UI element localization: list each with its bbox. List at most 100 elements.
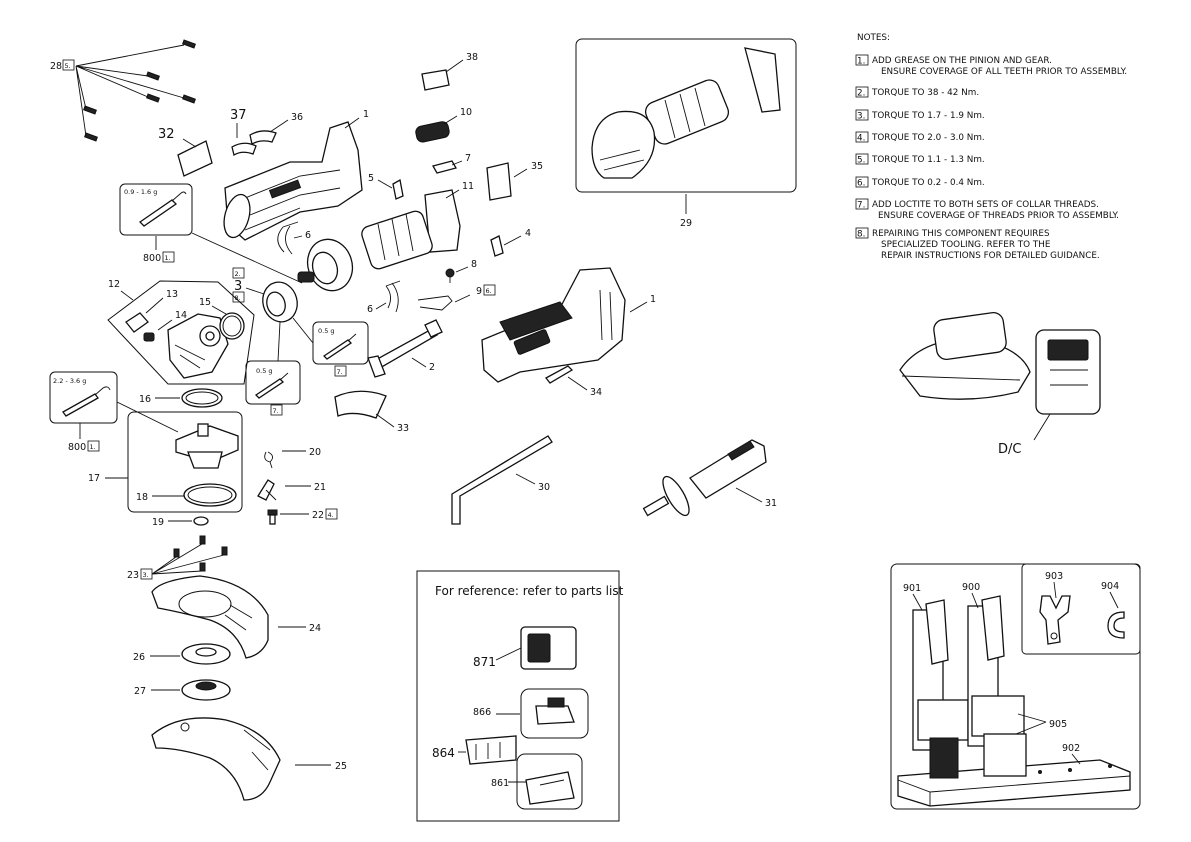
part-29-assembled-view: 29: [575, 38, 797, 229]
note-7-num: 7.: [857, 201, 865, 211]
callout-33: 33: [397, 423, 409, 434]
part-5-clip: 5: [368, 173, 404, 200]
ref-part-864: 864: [432, 735, 517, 765]
note-6-flag: [855, 176, 869, 188]
callout-3: 3: [234, 279, 242, 294]
part-10-switch: [415, 121, 450, 143]
callout-4: 4: [525, 228, 531, 239]
part-11-motor-assembly: 11: [297, 181, 474, 292]
callout-6-b: 6: [367, 304, 373, 315]
part-32-label: [177, 140, 213, 177]
part-16-oring: 16: [139, 388, 223, 408]
ref-callout-861: 861: [491, 778, 509, 789]
label-parts: 32 37 36 38 10 7 35: [158, 52, 543, 201]
part-1-housing-upper: 1: [223, 109, 369, 241]
callout-37: 37: [230, 108, 247, 123]
notes-heading: NOTES:: [857, 33, 890, 43]
callout-1-a: 1: [363, 109, 369, 120]
callout-21: 21: [314, 482, 326, 493]
part-6-bracket-upper: 6: [277, 221, 311, 255]
part-33-pad: 33: [334, 390, 409, 434]
ref-part-866: 866: [473, 688, 589, 739]
flag-28: [62, 59, 75, 71]
note-4-flag: [855, 131, 869, 143]
reference-box: For reference: refer to parts list 871 8…: [416, 570, 624, 822]
callout-5: 5: [368, 173, 374, 184]
part-12-gear-case-group: 12 13 14 15: [107, 279, 255, 385]
note-8-flag: [855, 227, 869, 239]
part-22-screw: 22 4.: [267, 508, 338, 525]
note-5-num: 5.: [857, 156, 865, 166]
note-8-line-3: REPAIR INSTRUCTIONS FOR DETAILED GUIDANC…: [881, 251, 1100, 261]
callout-30: 30: [538, 482, 550, 493]
note-3-line-1: TORQUE TO 1.7 - 1.9 Nm.: [871, 111, 985, 121]
callout-18: 18: [136, 492, 148, 503]
callout-34: 34: [590, 387, 602, 398]
note-2-num: 2.: [857, 89, 865, 99]
callout-900: 900: [962, 582, 980, 593]
part-31-side-handle: 31: [642, 439, 777, 517]
part-25-cutting-guard: 25: [151, 717, 347, 801]
part-34-strip: 34: [545, 365, 602, 398]
part-35-label: [486, 162, 512, 201]
note-8-num: 8.: [857, 230, 865, 240]
note-1-flag: [855, 54, 869, 66]
part-17-spindle-assembly: 17 18: [88, 411, 243, 513]
note-8-line-1: REPAIRING THIS COMPONENT REQUIRES: [872, 229, 1050, 239]
part-24-guard: 24: [151, 575, 321, 659]
flag-7-a: 7.: [337, 368, 343, 376]
callout-24: 24: [309, 623, 321, 634]
part-2-paddle: 2: [367, 319, 443, 378]
grease-box-1: 0.9 - 1.6 g 800 1.: [119, 183, 303, 284]
part-21-lever: 21: [257, 479, 326, 501]
grease-box-2: 0.5 g 7.: [292, 317, 369, 377]
ref-callout-866: 866: [473, 707, 491, 718]
flag-23: 3.: [143, 571, 149, 579]
tool-901-fixture: 901: [903, 583, 969, 779]
part-27-nut: 27: [134, 679, 231, 701]
flag-9: 6.: [486, 287, 492, 295]
tool-904-clip: 904: [1101, 581, 1125, 639]
callout-903: 903: [1045, 571, 1063, 582]
ref-part-861: 861: [491, 753, 583, 810]
part-36-label: [249, 130, 277, 145]
note-5-line-1: TORQUE TO 1.1 - 1.3 Nm.: [871, 155, 985, 165]
part-19-washer: 19: [152, 516, 209, 528]
note-3-num: 3.: [857, 112, 865, 122]
callout-13: 13: [166, 289, 178, 300]
callout-15: 15: [199, 297, 211, 308]
callout-19: 19: [152, 517, 164, 528]
part-4-latch: 4: [490, 228, 531, 257]
tool-905-blocks: 905: [1015, 713, 1067, 735]
flag-7-b: 7.: [273, 407, 279, 415]
part-8-screw: 8: [445, 259, 477, 283]
callout-12: 12: [108, 279, 120, 290]
part-38-label: [421, 69, 450, 91]
callout-902: 902: [1062, 743, 1080, 754]
part-3-collar: 3 2. 8.: [232, 267, 298, 323]
grease-label-4: 2.2 - 3.6 g: [53, 377, 86, 385]
callout-35: 35: [531, 161, 543, 172]
callout-38: 38: [466, 52, 478, 63]
flag-22: 4.: [328, 511, 334, 519]
note-1-line-1: ADD GREASE ON THE PINION AND GEAR.: [872, 56, 1052, 66]
callout-8: 8: [471, 259, 477, 270]
callout-26: 26: [133, 652, 145, 663]
callout-32: 32: [158, 127, 175, 142]
callout-7: 7: [465, 153, 471, 164]
grease-label-1: 0.9 - 1.6 g: [124, 188, 157, 196]
grease-box-3: 0.5 g 7.: [245, 321, 301, 416]
callout-25: 25: [335, 761, 347, 772]
callout-14: 14: [175, 310, 187, 321]
part-9-spring: 9 6.: [417, 284, 496, 311]
flag-28-text: 5.: [65, 62, 71, 70]
part-37-label: [231, 142, 257, 157]
ref-callout-864: 864: [432, 746, 455, 760]
note-2-flag: [855, 86, 869, 98]
callout-27: 27: [134, 686, 146, 697]
ref-callout-871: 871: [473, 655, 496, 669]
flag-3-a: 2.: [235, 270, 241, 278]
note-1-num: 1.: [857, 57, 865, 67]
note-7-line-2: ENSURE COVERAGE OF THREADS PRIOR TO ASSE…: [878, 211, 1119, 221]
callout-901: 901: [903, 583, 921, 594]
